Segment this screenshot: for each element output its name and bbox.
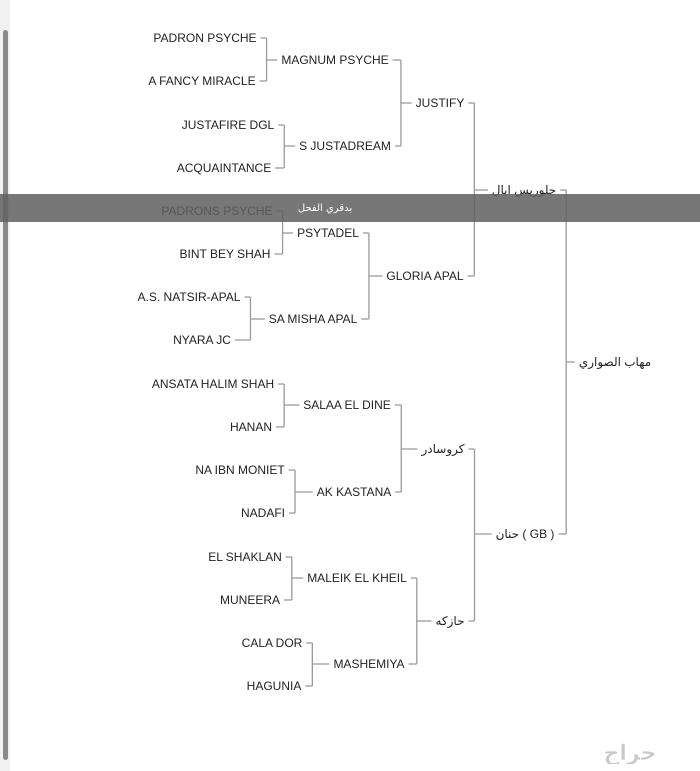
scrollbar-track[interactable]: [0, 0, 10, 771]
gen4-ancestor-name: HAGUNIA: [247, 679, 302, 693]
root-horse-name: مهاب الصواري: [579, 355, 651, 370]
great-grandparent-name: PSYTADEL: [297, 226, 359, 240]
gen4-ancestor-name: CALA DOR: [242, 636, 303, 650]
gen4-ancestor-name: MUNEERA: [220, 593, 280, 607]
grandparent-name: JUSTIFY: [416, 96, 465, 110]
gen4-ancestor-name: A FANCY MIRACLE: [148, 74, 255, 88]
gen4-ancestor-name: NA IBN MONIET: [195, 463, 285, 477]
haraj-watermark-logo: حراج: [603, 741, 657, 764]
gen4-ancestor-name: EL SHAKLAN: [208, 550, 282, 564]
dam-name: حنان ( GB ): [496, 527, 555, 541]
gen4-ancestor-name: A.S. NATSIR-APAL: [138, 290, 241, 304]
great-grandparent-name: S JUSTADREAM: [299, 139, 391, 153]
gen4-ancestor-name: JUSTAFIRE DGL: [182, 118, 275, 132]
overlay-label: بدقري الفحل: [297, 202, 353, 214]
gen4-ancestor-name: NYARA JC: [173, 333, 231, 347]
great-grandparent-name: MASHEMIYA: [333, 657, 404, 671]
gen4-ancestor-name: ANSATA HALIM SHAH: [152, 377, 274, 391]
gen4-ancestor-name: BINT BEY SHAH: [180, 247, 271, 261]
grandparent-name: كروسادر: [421, 442, 465, 457]
gen4-ancestor-name: ACQUAINTANCE: [177, 161, 271, 175]
scrollbar-thumb[interactable]: [3, 30, 8, 760]
great-grandparent-name: MAGNUM PSYCHE: [281, 53, 388, 67]
grandparent-name: حازكه: [435, 614, 464, 629]
tree-connectors: [234, 37, 575, 687]
great-grandparent-name: SALAA EL DINE: [303, 398, 391, 412]
great-grandparent-name: AK KASTANA: [317, 485, 391, 499]
gen4-ancestor-name: PADRON PSYCHE: [153, 31, 256, 45]
gen4-ancestor-name: HANAN: [230, 420, 272, 434]
watermark-text: حراج: [604, 741, 657, 764]
gen4-ancestor-name: NADAFI: [241, 506, 285, 520]
grandparent-name: GLORIA APAL: [386, 269, 463, 283]
great-grandparent-name: MALEIK EL KHEIL: [307, 571, 407, 585]
overlay-banner: بدقري الفحل: [0, 194, 700, 222]
great-grandparent-name: SA MISHA APAL: [269, 312, 358, 326]
